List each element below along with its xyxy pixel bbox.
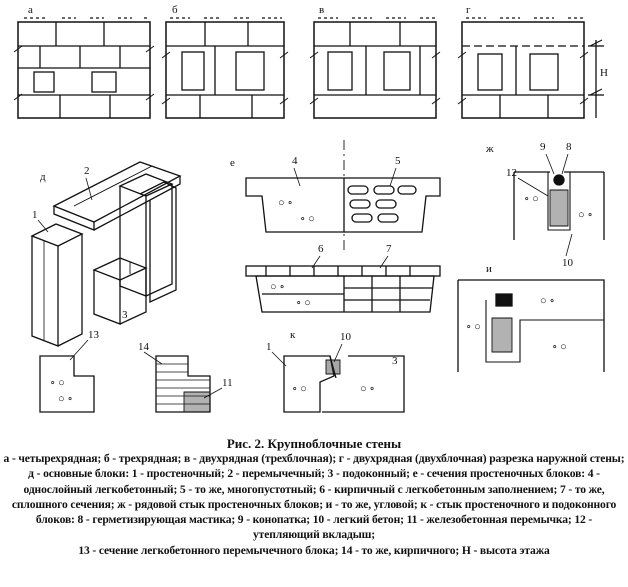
label-11: 11 [222,377,233,389]
figure-caption: Рис. 2. Крупноблочные стены а - четырехр… [2,436,626,558]
svg-text:○ ∘: ○ ∘ [578,209,593,221]
caption-last-line: 13 - сечение легкобетонного перемычечног… [78,543,550,557]
wall-scheme-a: а [13,4,155,119]
label-3: 3 [122,309,128,321]
dimension-h-label: Н [600,67,608,79]
label-13: 13 [88,329,100,341]
svg-text:∘ ○: ∘ ○ [50,377,65,389]
label-v: в [319,4,324,16]
block-sections-e: е ○ ∘ ∘ ○ 4 5 ○ ∘ ∘ ○ 6 7 [230,140,441,313]
lintel-sections: ∘ ○ ○ ∘ 13 14 11 [39,329,233,413]
label-b: б [172,4,178,16]
label-9: 9 [540,141,546,153]
caption-text: а - четырехрядная; б - трехрядная; в - д… [3,452,625,542]
label-14: 14 [138,341,150,353]
label-1: 1 [32,209,38,221]
label-5: 5 [395,155,401,167]
svg-text:○ ∘: ○ ∘ [360,383,375,395]
svg-text:∘ ○: ∘ ○ [552,341,567,353]
svg-text:∘ ○: ∘ ○ [466,321,481,333]
label-12: 12 [506,167,517,179]
label-10-k: 10 [340,331,352,343]
svg-text:○ ∘: ○ ∘ [58,393,73,405]
caption-title: Рис. 2. Крупноблочные стены [226,436,402,451]
label-8: 8 [566,141,572,153]
label-4: 4 [292,155,298,167]
label-10: 10 [562,257,574,269]
svg-text:∘ ○: ∘ ○ [292,383,307,395]
wall-scheme-b: б [161,4,289,119]
svg-text:○ ∘: ○ ∘ [278,197,293,209]
wall-scheme-g: г Н [457,4,608,119]
row-joint-zh: ж ∘ ○ ○ ∘ 9 8 12 10 [485,141,605,269]
svg-text:○ ∘: ○ ∘ [540,295,555,307]
label-e: е [230,157,235,169]
svg-text:○ ∘: ○ ∘ [270,281,285,293]
label-i: и [486,263,492,275]
label-g: г [466,4,471,16]
figure-drawing: а б в г [13,4,608,413]
label-a: а [28,4,33,16]
wall-scheme-v: в [309,4,441,119]
blocks-isometric-d: д 1 2 3 [30,161,182,347]
label-2: 2 [84,165,90,177]
label-k: к [290,329,296,341]
label-3-k: 3 [392,355,398,367]
label-1-k: 1 [266,341,272,353]
svg-text:∘ ○: ∘ ○ [524,193,539,205]
label-zh: ж [485,143,494,155]
label-7: 7 [386,243,392,255]
pier-sill-joint-k: к ∘ ○ ○ ∘ 1 10 3 [266,329,405,413]
svg-text:∘ ○: ∘ ○ [300,213,315,225]
corner-joint-i: и ∘ ○ ○ ∘ ∘ ○ [457,263,605,372]
label-d: д [40,171,46,183]
label-6: 6 [318,243,324,255]
svg-text:∘ ○: ∘ ○ [296,297,311,309]
